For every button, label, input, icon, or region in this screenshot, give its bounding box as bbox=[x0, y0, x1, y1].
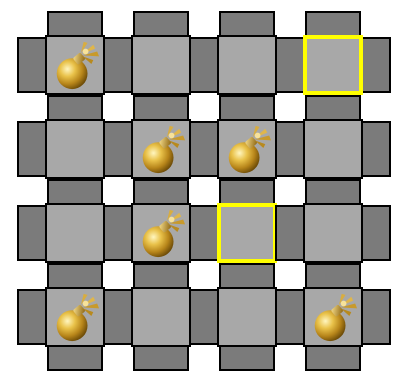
tile-face bbox=[45, 203, 105, 263]
tile-face bbox=[45, 35, 105, 95]
tile-face bbox=[303, 203, 363, 263]
tile-face bbox=[217, 119, 277, 179]
tile-face bbox=[45, 287, 105, 347]
tile-face bbox=[131, 203, 191, 263]
tile-face bbox=[303, 119, 363, 179]
tile-face bbox=[217, 35, 277, 95]
tile-face bbox=[303, 287, 363, 347]
tile-face bbox=[45, 119, 105, 179]
tile-face bbox=[217, 287, 277, 347]
tile-face bbox=[131, 119, 191, 179]
selected-tile bbox=[217, 203, 277, 263]
board-cell-r3c3[interactable] bbox=[275, 263, 391, 371]
tile-face bbox=[131, 287, 191, 347]
selected-tile bbox=[303, 35, 363, 95]
tile-face bbox=[131, 35, 191, 95]
